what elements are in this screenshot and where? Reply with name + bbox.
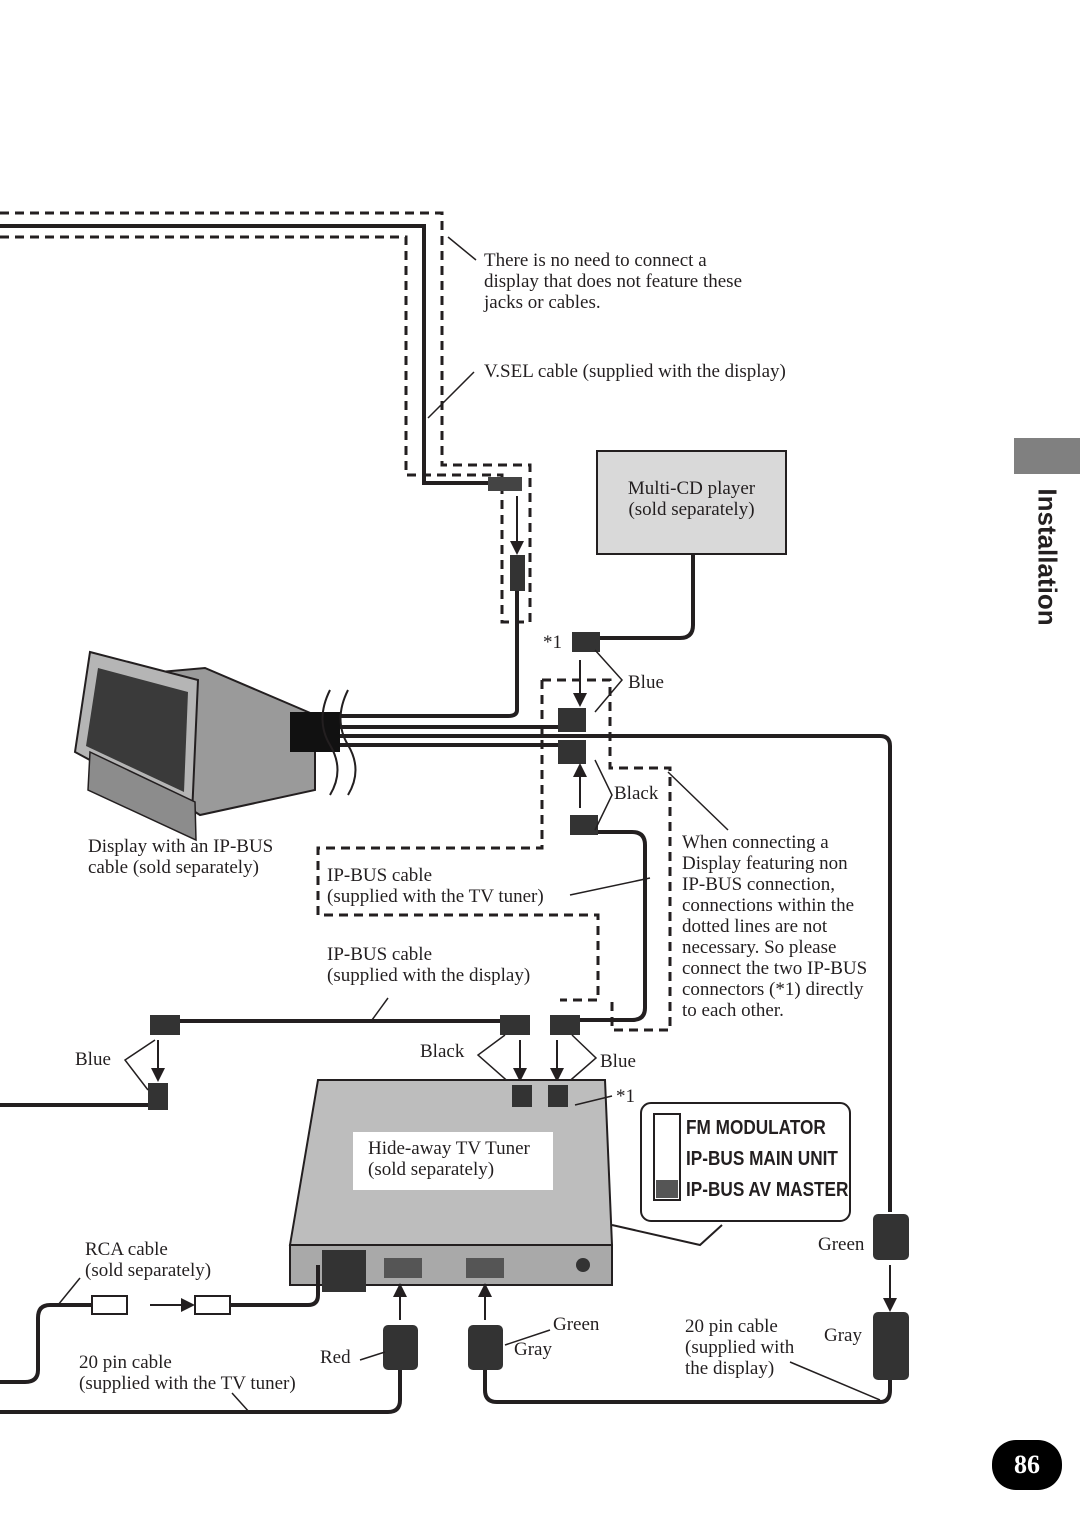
label-green-right: Green <box>818 1234 865 1255</box>
label-display: Display with an IP-BUS cable (sold separ… <box>88 836 274 878</box>
black-ipbus-cable <box>580 830 647 1022</box>
label-gray-right: Gray <box>824 1325 862 1346</box>
leader-pin20-display <box>789 1361 881 1401</box>
display-cable-bundle <box>290 712 340 752</box>
switch-knob <box>656 1180 678 1198</box>
display-unit <box>73 650 316 842</box>
plug-red <box>383 1325 418 1370</box>
brace-black-low <box>476 1034 513 1086</box>
connector-blue-left <box>150 1015 180 1035</box>
connector-black-top <box>558 740 586 764</box>
section-tab <box>1014 438 1080 474</box>
plug-green-right <box>873 1214 909 1260</box>
rca-cable <box>228 1265 320 1307</box>
switch-option-ipbus-av-master: IP-BUS AV MASTER <box>686 1179 849 1201</box>
label-gray-mid: Gray <box>514 1339 552 1360</box>
rca-plug-right <box>194 1295 231 1315</box>
plug-gray-mid <box>468 1325 503 1370</box>
connector-blue-top <box>558 708 586 732</box>
vsel-plug <box>488 477 522 491</box>
leader-ipbus-tv <box>569 877 651 896</box>
label-ipbus-display: IP-BUS cable (supplied with the display) <box>327 944 531 986</box>
leader-star1-low <box>574 1095 613 1106</box>
switch-option-ipbus-main-unit: IP-BUS MAIN UNIT <box>686 1148 838 1170</box>
rca-plug-left <box>91 1295 128 1315</box>
brace-green-gray <box>504 1329 551 1346</box>
label-green-mid: Green <box>553 1314 600 1335</box>
page-number: 86 <box>992 1440 1062 1490</box>
vsel-cable <box>0 224 492 485</box>
brace-blue-left <box>123 1039 156 1091</box>
tuner-label-box <box>353 1132 553 1190</box>
label-pin20-tv: 20 pin cable (supplied with the TV tuner… <box>79 1352 296 1394</box>
label-multi-cd: Multi-CD player (sold separately) <box>627 478 756 520</box>
label-rca: RCA cable (sold separately) <box>85 1239 212 1281</box>
label-pin20-display: 20 pin cable (supplied with the display) <box>685 1316 795 1379</box>
brace-blue-top <box>594 649 623 713</box>
leader-vsel <box>427 371 475 419</box>
pin20-tv-cable <box>0 1370 402 1414</box>
connector-blue-low <box>550 1015 580 1035</box>
leader-non-ipbus <box>667 771 729 831</box>
label-star1-low: *1 <box>616 1086 635 1107</box>
vsel-jack <box>510 555 525 591</box>
connector-cd-ipbus <box>572 632 600 652</box>
ipbus-dashed-left <box>316 680 600 1002</box>
label-black-mid: Black <box>614 783 659 804</box>
note-non-ipbus: When connecting a Display featuring non … <box>682 832 868 1021</box>
label-blue-top: Blue <box>628 672 664 693</box>
rca-cable-left <box>0 1303 92 1384</box>
label-blue-left: Blue <box>75 1049 111 1070</box>
switch-option-fm-modulator: FM MODULATOR <box>686 1117 826 1139</box>
connector-blue-left-lower <box>148 1083 168 1110</box>
brace-black-top <box>594 759 613 831</box>
brace-red <box>359 1351 386 1361</box>
leader-no-need <box>447 236 477 261</box>
plug-gray-right <box>873 1312 909 1380</box>
leader-rca <box>57 1277 81 1306</box>
label-black-low: Black <box>420 1041 465 1062</box>
leader-ipbus-display <box>371 997 389 1021</box>
connector-black-lower <box>570 815 598 835</box>
label-red: Red <box>320 1347 351 1368</box>
leader-pin20-tv <box>231 1392 251 1414</box>
section-tab-label: Installation <box>1032 488 1063 626</box>
switch-callout <box>640 1102 851 1222</box>
trunk-20pin-display <box>340 734 892 1212</box>
ipbus-dashed-outline <box>542 678 672 1032</box>
label-ipbus-tv: IP-BUS cable (supplied with the TV tuner… <box>327 865 544 907</box>
note-no-need: There is no need to connect a display th… <box>484 250 743 313</box>
brace-blue-low <box>564 1034 598 1086</box>
pin20-display-cable <box>483 1370 892 1404</box>
label-blue-low: Blue <box>600 1051 636 1072</box>
multi-cd-cable <box>598 554 695 640</box>
label-star1-top: *1 <box>543 632 562 653</box>
label-vsel-cable: V.SEL cable (supplied with the display) <box>484 361 786 382</box>
tuner-switch-pointer <box>611 1224 723 1247</box>
display-to-vsel-cable <box>340 591 519 718</box>
connector-black-low <box>500 1015 530 1035</box>
vsel-dashed-outline <box>0 211 532 624</box>
label-tuner: Hide-away TV Tuner (sold separately) <box>368 1138 530 1180</box>
